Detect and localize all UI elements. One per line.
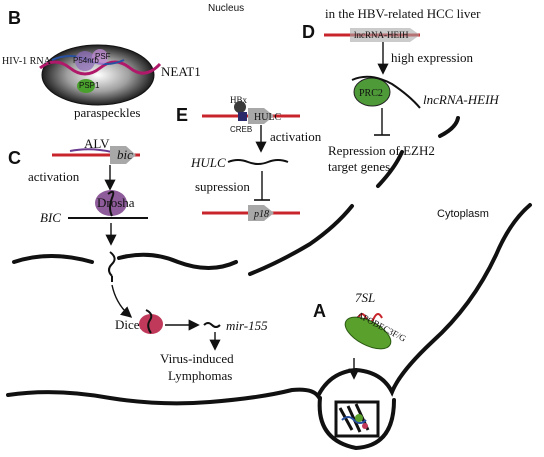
p18-gene-arrow: [248, 205, 274, 221]
p54nrb-protein: [75, 51, 95, 71]
nuclear-membrane: [12, 116, 460, 276]
psf-label: PSF: [95, 52, 111, 61]
heih-transcript-label: lncRNA-HEIH: [423, 92, 499, 107]
hulc-gene-arrow: [248, 108, 274, 124]
cell-membrane: [6, 203, 532, 406]
dicer-protein: [139, 314, 163, 334]
activation-label-c: activation: [28, 169, 80, 184]
bic-rna-label: BIC: [40, 210, 61, 225]
alv-label: ALV: [84, 136, 110, 151]
hulc-rna-label: HULC: [190, 155, 226, 170]
nucleus-label: Nucleus: [208, 3, 244, 14]
paraspeckles-label: paraspeckles: [74, 105, 140, 120]
panel-c-letter: C: [8, 148, 21, 168]
psp1-protein: [77, 79, 95, 93]
ezh2-repression-label-2: target genes: [328, 159, 390, 174]
dicer-label: Dicer: [115, 317, 145, 332]
7sl-label: 7SL: [355, 290, 375, 305]
panel-d-letter: D: [302, 22, 315, 42]
endocytic-vesicle: [317, 396, 396, 451]
heih-transcript: [351, 75, 421, 109]
cytoplasm-label: Cytoplasm: [437, 208, 489, 220]
virion-in-vesicle: [334, 400, 380, 438]
lymphoma-label-1: Virus-induced: [160, 351, 234, 366]
creb-protein: [238, 112, 247, 121]
hbv-context-label: in the HBV-related HCC liver: [325, 6, 481, 21]
hiv-rna-label: HIV-1 RNA: [2, 56, 52, 67]
neat1-label: NEAT1: [161, 64, 201, 79]
arrow-to-dicer: [111, 284, 133, 318]
panel-b-letter: B: [8, 8, 21, 28]
hulc-gene-label: HULC: [254, 112, 282, 123]
hulc-rna: [227, 159, 289, 165]
paraspeckle: P54nrb PSF PSP1: [39, 44, 162, 106]
neat1-rna: [39, 60, 162, 76]
ezh2-repression-label-1: Repression of EZH2: [328, 143, 435, 158]
mature-mir-155: [203, 322, 221, 328]
activation-label-e: activation: [270, 129, 322, 144]
mir-155-label: mir-155: [226, 318, 268, 333]
hbx-label: HBx: [230, 95, 248, 105]
psp1-label: PSP1: [79, 81, 100, 90]
psf-protein: [92, 49, 108, 65]
lymphoma-label-2: Lymphomas: [168, 368, 232, 383]
bic-gene-label: bic: [117, 147, 133, 162]
creb-label: CREB: [230, 125, 252, 134]
panel-e-letter: E: [176, 105, 188, 125]
bic-gene-arrow: [110, 146, 136, 164]
drosha-label: Drosha: [97, 195, 135, 210]
pre-mirna-hairpin: [108, 251, 116, 282]
heih-gene-arrow: [350, 28, 420, 42]
high-expression-label: high expression: [391, 50, 473, 65]
hbx-protein: [234, 101, 246, 113]
p18-label: p18: [253, 209, 269, 220]
supression-label: supression: [195, 179, 250, 194]
apobec-protein: [344, 316, 392, 350]
bic-hairpin: [107, 190, 115, 217]
alv-strand: [69, 148, 113, 153]
dicer-hairpin: [145, 309, 153, 334]
heih-gene-label: lncRNA-HEIH: [354, 30, 409, 40]
p54nrb-label: P54nrb: [73, 56, 99, 65]
panel-a-letter: A: [313, 301, 326, 321]
prc2-label: PRC2: [359, 88, 383, 99]
